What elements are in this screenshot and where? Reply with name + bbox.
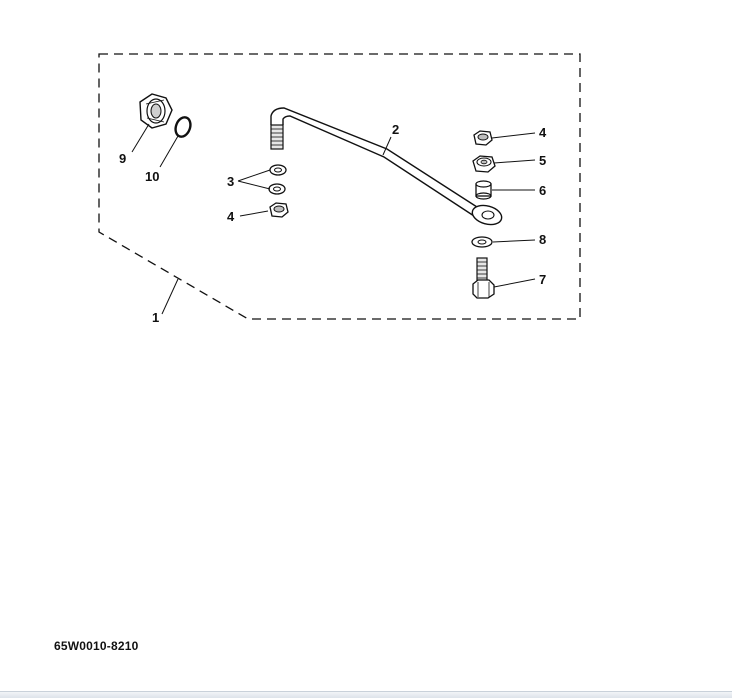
callout-6: 6 <box>539 183 546 198</box>
callout-8: 8 <box>539 232 546 247</box>
callout-4-left: 4 <box>227 209 235 224</box>
leader-lines <box>131 123 536 315</box>
washer-part-3-lower <box>268 183 286 195</box>
bolt-part-7 <box>472 257 495 299</box>
nut-part-4-left <box>269 202 289 218</box>
nut-part-9 <box>139 93 173 129</box>
kit-boundary-dashed <box>98 53 581 320</box>
callout-3: 3 <box>227 174 234 189</box>
washer-part-3-upper <box>269 164 287 176</box>
callout-2: 2 <box>392 122 399 137</box>
diagram-part-number: 65W0010-8210 <box>54 639 139 653</box>
steering-rod-part-2 <box>270 107 503 226</box>
washer-part-8 <box>471 236 493 248</box>
callout-7: 7 <box>539 272 546 287</box>
callout-10: 10 <box>145 169 159 184</box>
o-ring-part-10 <box>174 116 192 138</box>
callout-9: 9 <box>119 151 126 166</box>
nut-part-4-right <box>473 130 493 146</box>
callout-4-right: 4 <box>539 125 547 140</box>
callout-5: 5 <box>539 153 546 168</box>
callout-1: 1 <box>152 310 159 325</box>
nut-part-5 <box>472 155 496 173</box>
bottom-scroll-edge <box>0 691 732 698</box>
spacer-part-6 <box>475 180 492 200</box>
